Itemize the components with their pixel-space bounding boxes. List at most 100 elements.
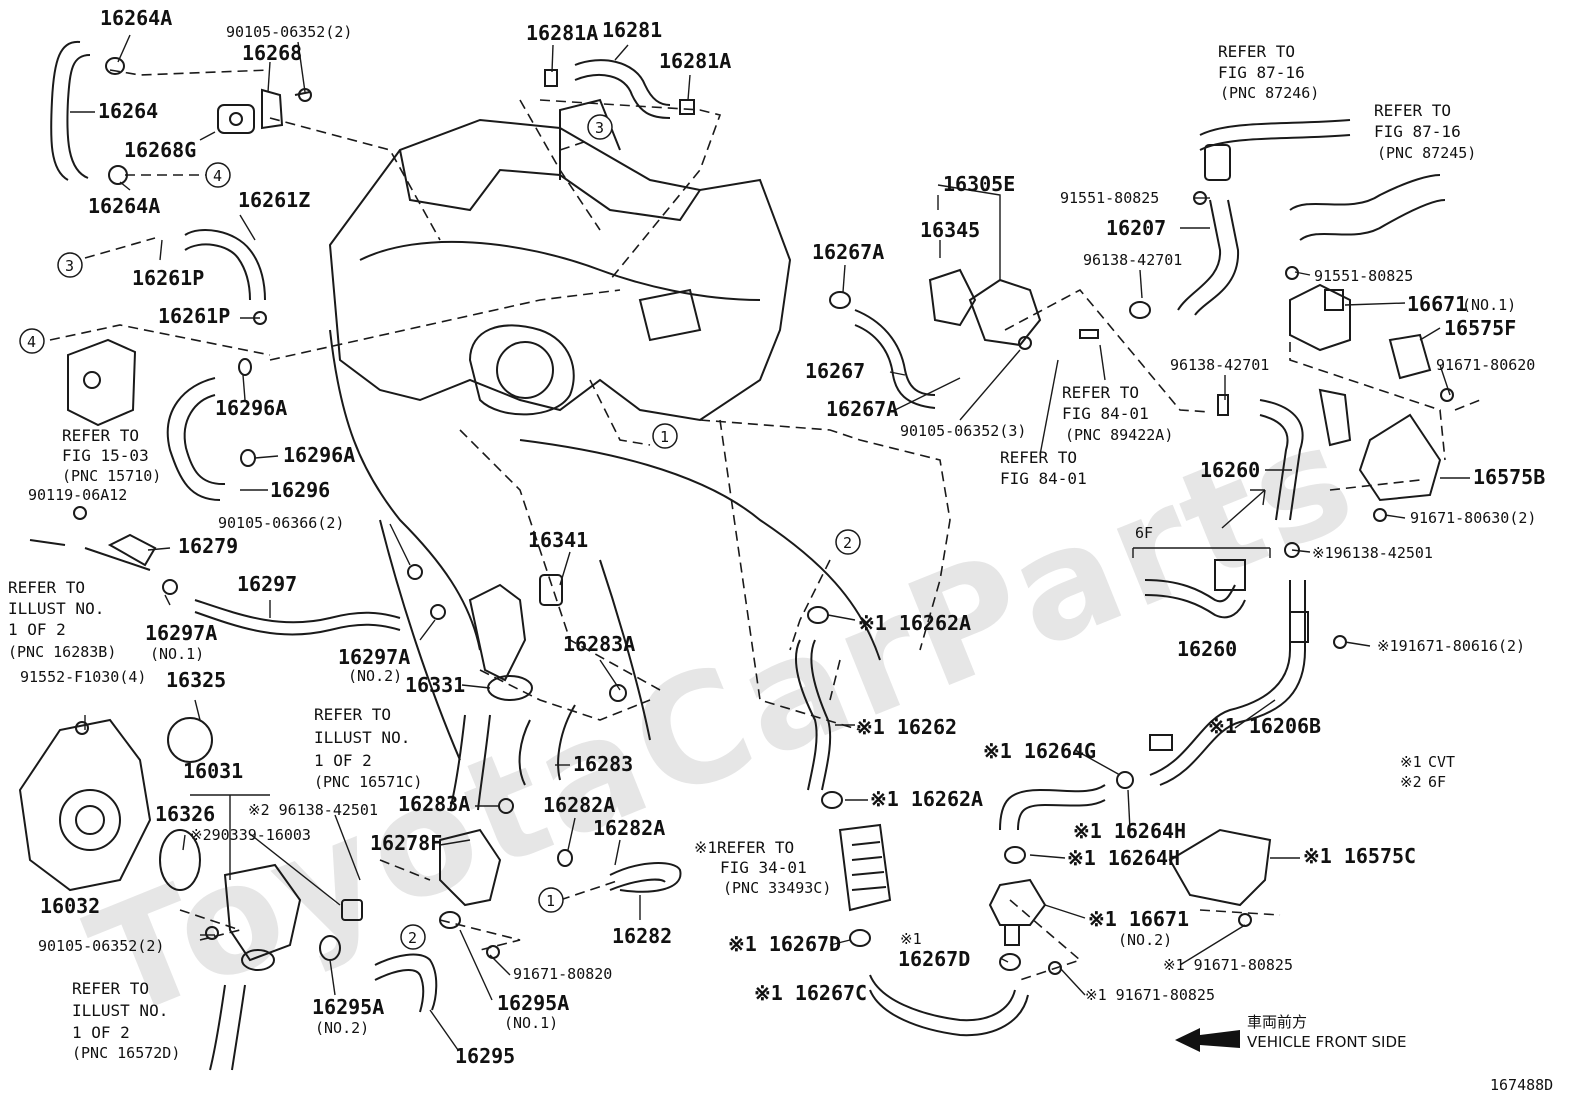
part-label: 16267A [812,240,884,264]
bracket-16575F [1388,333,1432,380]
part-label: 90105-06366(2) [218,514,344,532]
part-label: ※1 16671 [1088,907,1189,931]
part-label: REFER TO [8,578,85,597]
circle-ref: 4 [213,167,222,185]
circle-ref: 4 [27,333,36,351]
part-label: 16268 [242,41,302,65]
part-label: 16283 [573,752,633,776]
part-label: 16207 [1106,216,1166,240]
part-label: ※1 [900,930,922,948]
part-label: 16283A [398,792,470,816]
part-label: 16575F [1444,316,1516,340]
part-label: (NO.2) [348,667,402,685]
part-label: 16295A [312,995,384,1019]
part-label: ※1 91671-80825 [1163,956,1293,974]
part-label: 16671 [1407,292,1467,316]
water-outlet-16331 [468,574,563,701]
part-label: REFER TO [62,426,139,445]
thermostat-16031 [223,863,363,971]
legend-text: 6F [1428,773,1446,791]
part-label: 16032 [40,894,100,918]
part-label: REFER TO [1000,448,1077,467]
valve-16671-no2 [988,878,1047,946]
part-label: (PNC 15710) [62,467,161,485]
circle-ref: 2 [408,929,417,947]
part-label: 16264 [98,99,158,123]
part-label: 91551-80825 [1314,267,1413,285]
part-label: 16297 [237,572,297,596]
part-label: 16260 [1200,458,1260,482]
part-label: 91552-F1030(4) [20,668,146,686]
bracket-16278F [439,828,502,929]
part-label: REFER TO [1374,101,1451,120]
part-label: (PNC 33493C) [723,879,831,897]
pipe-16279 [29,533,157,571]
circle-ref: 1 [546,892,555,910]
part-label: 1 OF 2 [8,620,66,639]
dashed-reference-lines [49,69,1481,981]
bracket-16575B [1358,413,1442,502]
part-label: 96138-42701 [1083,251,1182,269]
part-label: 16297A [338,645,410,669]
part-label: ※1 16264H [1067,846,1180,870]
part-label: 16331 [405,673,465,697]
part-label: (PNC 16283B) [8,643,116,661]
direction-note: 車両前方 VEHICLE FRONT SIDE [1247,1013,1407,1051]
part-label: ※2 96138-42501 [248,801,378,819]
part-label: ※1 16267D [728,932,841,956]
part-label: ※1REFER TO [694,838,794,857]
part-label: (NO.1) [504,1014,558,1032]
hose-16264 [50,40,128,185]
part-label: 91551-80825 [1060,189,1159,207]
hose-16283 [449,704,576,811]
part-label: 91671-80620 [1436,356,1535,374]
hose-16282 [557,849,682,893]
part-label: REFER TO [314,705,391,724]
part-label: 16326 [155,802,215,826]
part-label: 16282 [612,924,672,948]
part-label: 16282A [593,816,665,840]
circled-refs: 3 4 3 4 1 2 1 2 [19,114,861,950]
legend-mark: ※1 [1400,753,1422,771]
part-label: 90105-06352(3) [900,422,1026,440]
part-label: 90105-06352(2) [38,937,164,955]
hose-87-16 [1199,119,1446,241]
part-label: 16295 [455,1044,515,1068]
part-label: 91671-80820 [513,965,612,983]
part-label: FIG 87-16 [1218,63,1305,82]
hose-16295 [209,953,438,1071]
oil-cooler-cvt [838,823,892,912]
part-label: ※1 16575C [1303,844,1416,868]
circle-ref: 1 [660,428,669,446]
part-label: (NO.2) [315,1019,369,1037]
part-label: ILLUST NO. [314,728,410,747]
part-label: 90119-06A12 [28,486,127,504]
part-label: 16260 [1177,637,1237,661]
bracket-16575C [1168,828,1272,907]
part-label: 16296A [283,443,355,467]
part-label: 16297A [145,621,217,645]
part-label: 16296A [215,396,287,420]
part-label: FIG 15-03 [62,446,149,465]
oil-cooler-ref-left [67,338,137,427]
part-label: 16261P [132,266,204,290]
part-label: 90105-06352(2) [226,23,352,41]
hose-16207 [1129,199,1240,319]
part-label: ※1 16264H [1073,819,1186,843]
part-label: (PNC 16571C) [314,773,422,791]
part-label: FIG 34-01 [720,858,807,877]
part-label: ILLUST NO. [8,599,104,618]
hose-16267C [849,929,1029,1037]
part-label: 6F [1135,524,1153,542]
part-label: REFER TO [72,979,149,998]
part-label: 16268G [124,138,196,162]
hose-16297 [194,599,401,636]
part-label: ※196138-42501 [1312,544,1433,562]
part-labels: 16264A 90105-06352(2) 16268 16264 16268G… [8,6,1545,1068]
direction-note-jp: 車両前方 [1247,1013,1307,1031]
part-label: FIG 87-16 [1374,122,1461,141]
hose-16296 [166,358,256,501]
part-label: 16325 [166,668,226,692]
part-label: 16279 [178,534,238,558]
